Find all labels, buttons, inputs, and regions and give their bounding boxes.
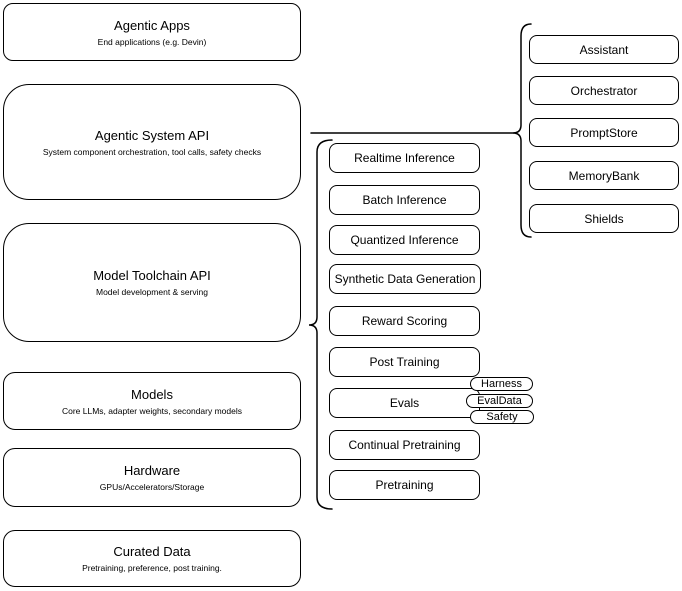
capability-post-training: Post Training	[329, 347, 480, 377]
evals-tag-evaldata: EvalData	[466, 394, 533, 408]
capability-continual-pretraining: Continual Pretraining	[329, 430, 480, 460]
capability-synthetic-data-generation: Synthetic Data Generation	[329, 264, 481, 294]
layer-subtitle: System component orchestration, tool cal…	[42, 146, 262, 157]
layer-title: Models	[131, 386, 173, 402]
layer-subtitle: End applications (e.g. Devin)	[97, 36, 207, 47]
component-orchestrator: Orchestrator	[529, 76, 679, 105]
component-memorybank: MemoryBank	[529, 161, 679, 190]
capability-reward-scoring: Reward Scoring	[329, 306, 480, 336]
layer-title: Agentic Apps	[114, 17, 190, 33]
layer-subtitle: Core LLMs, adapter weights, secondary mo…	[61, 405, 242, 416]
capability-quantized-inference: Quantized Inference	[329, 225, 480, 255]
layer-title: Hardware	[123, 463, 181, 478]
layer-subtitle: Model development & serving	[96, 287, 208, 297]
evals-tag-harness: Harness	[470, 377, 533, 391]
layer-title: Curated Data	[113, 544, 191, 559]
layer-models: Models Core LLMs, adapter weights, secon…	[3, 372, 301, 430]
component-promptstore: PromptStore	[529, 118, 679, 147]
component-assistant: Assistant	[529, 35, 679, 64]
capability-pretraining: Pretraining	[329, 470, 480, 500]
layer-title: Agentic System API	[94, 127, 210, 143]
layer-agentic-apps: Agentic Apps End applications (e.g. Devi…	[3, 3, 301, 61]
layer-agentic-system-api: Agentic System API System component orch…	[3, 84, 301, 200]
component-shields: Shields	[529, 204, 679, 233]
capability-realtime-inference: Realtime Inference	[329, 143, 480, 173]
capability-batch-inference: Batch Inference	[329, 185, 480, 215]
layer-hardware: Hardware GPUs/Accelerators/Storage	[3, 448, 301, 507]
layer-subtitle: Pretraining, preference, post training.	[82, 563, 222, 573]
layer-title: Model Toolchain API	[93, 268, 211, 283]
layer-subtitle: GPUs/Accelerators/Storage	[99, 482, 205, 492]
capability-evals: Evals	[329, 388, 480, 418]
layer-model-toolchain-api: Model Toolchain API Model development & …	[3, 223, 301, 342]
layer-curated-data: Curated Data Pretraining, preference, po…	[3, 530, 301, 587]
evals-tag-safety: Safety	[470, 410, 534, 424]
